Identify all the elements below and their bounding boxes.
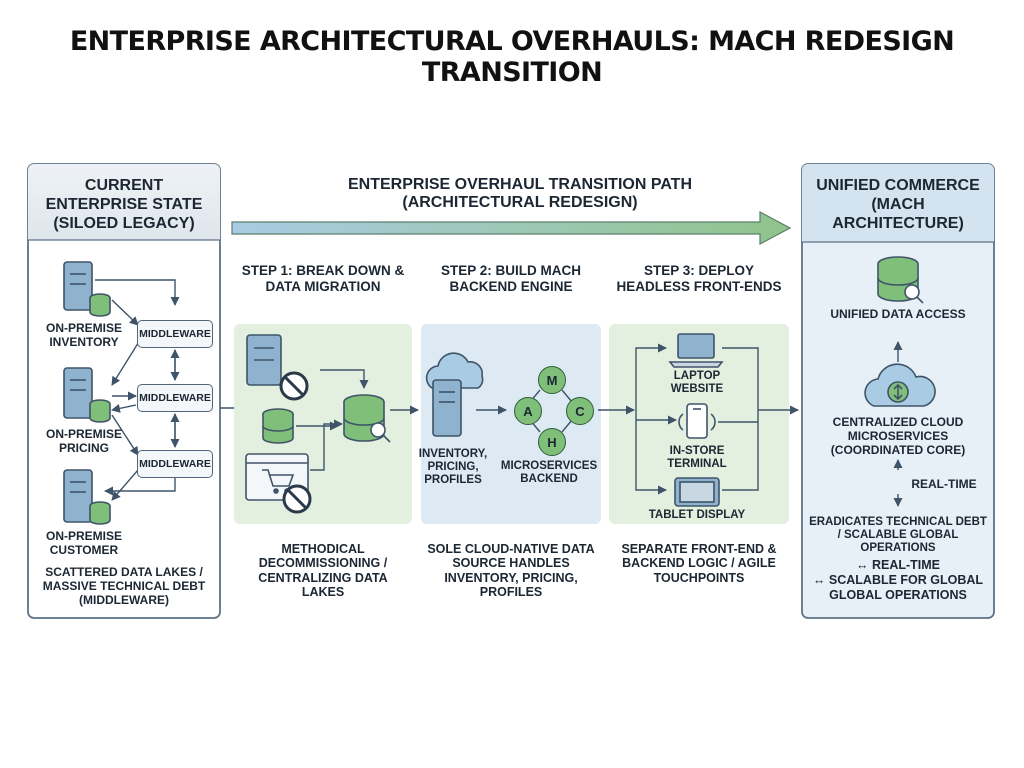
step3-caption: SEPARATE FRONT-END & BACKEND LOGIC / AGI… <box>621 542 777 585</box>
step2-title: STEP 2: BUILD MACH BACKEND ENGINE <box>440 263 581 294</box>
mach-letter-c: C <box>566 397 594 425</box>
middleware-box: MIDDLEWARE <box>137 320 213 348</box>
mach-letter-a: A <box>514 397 542 425</box>
middleware-box: MIDDLEWARE <box>137 384 213 412</box>
step3-title: STEP 3: DEPLOY HEADLESS FRONT-ENDS <box>616 263 782 294</box>
cloud-server-icon <box>425 352 484 437</box>
prohibited-icon <box>282 484 312 514</box>
legacy-panel-title: CURRENT ENTERPRISE STATE (SILOED LEGACY) <box>45 177 203 233</box>
database-search-icon <box>343 394 391 443</box>
legacy-connectors <box>95 279 180 501</box>
tablet-icon <box>674 477 720 507</box>
mach-letter-m: M <box>538 366 566 394</box>
legacy-caption: SCATTERED DATA LAKES / MASSIVE TECHNICAL… <box>42 565 206 607</box>
device-label-tablet: TABLET DISPLAY <box>648 509 746 521</box>
unified-cloud-label: CENTRALIZED CLOUD MICROSERVICES (COORDIN… <box>830 415 966 457</box>
cloud-sync-icon <box>864 363 936 407</box>
step2-source-label: INVENTORY, PRICING, PROFILES <box>418 448 488 487</box>
unified-caption: ERADICATES TECHNICAL DEBT / SCALABLE GLO… <box>809 516 987 555</box>
step1-caption: METHODICAL DECOMMISSIONING / CENTRALIZIN… <box>258 542 388 600</box>
unified-footer-line: GLOBAL OPERATIONS <box>829 588 967 602</box>
unified-data-label: UNIFIED DATA ACCESS <box>830 307 966 321</box>
device-label-laptop: LAPTOP WEBSITE <box>670 370 724 396</box>
legacy-system-label: ON-PREMISE CUSTOMER <box>45 529 122 557</box>
step1-title: STEP 1: BREAK DOWN & DATA MIGRATION <box>241 263 405 294</box>
step1-connectors <box>296 369 419 471</box>
unified-footer-line: ↔ SCALABLE FOR GLOBAL <box>812 573 984 587</box>
transition-arrow <box>231 211 792 245</box>
server-icon <box>63 367 111 423</box>
phone-icon <box>678 403 716 439</box>
page-title: ENTERPRISE ARCHITECTURAL OVERHAULS: MACH… <box>69 26 955 88</box>
device-label-terminal: IN-STORE TERMINAL <box>667 445 727 471</box>
laptop-icon <box>668 333 724 368</box>
step3-connectors <box>635 343 799 495</box>
server-icon <box>63 261 111 317</box>
unified-panel-title: UNIFIED COMMERCE (MACH ARCHITECTURE) <box>816 177 980 233</box>
legacy-system-label: ON-PREMISE PRICING <box>45 427 122 455</box>
unified-realtime-label: REAL-TIME <box>911 477 977 491</box>
unified-footer-line: ↔ REAL-TIME <box>855 558 941 572</box>
server-icon <box>63 469 111 525</box>
mach-letter-h: H <box>538 428 566 456</box>
server-icon <box>246 334 282 386</box>
step2-engine-label: MICROSERVICES BACKEND <box>500 460 598 486</box>
database-search-icon <box>877 256 924 304</box>
step2-caption: SOLE CLOUD-NATIVE DATA SOURCE HANDLES IN… <box>427 542 595 600</box>
legacy-system-label: ON-PREMISE INVENTORY <box>45 321 122 349</box>
middleware-box: MIDDLEWARE <box>137 450 213 478</box>
prohibited-icon <box>279 371 309 401</box>
transition-title: ENTERPRISE OVERHAUL TRANSITION PATH (ARC… <box>347 176 693 212</box>
database-icon <box>262 408 294 444</box>
